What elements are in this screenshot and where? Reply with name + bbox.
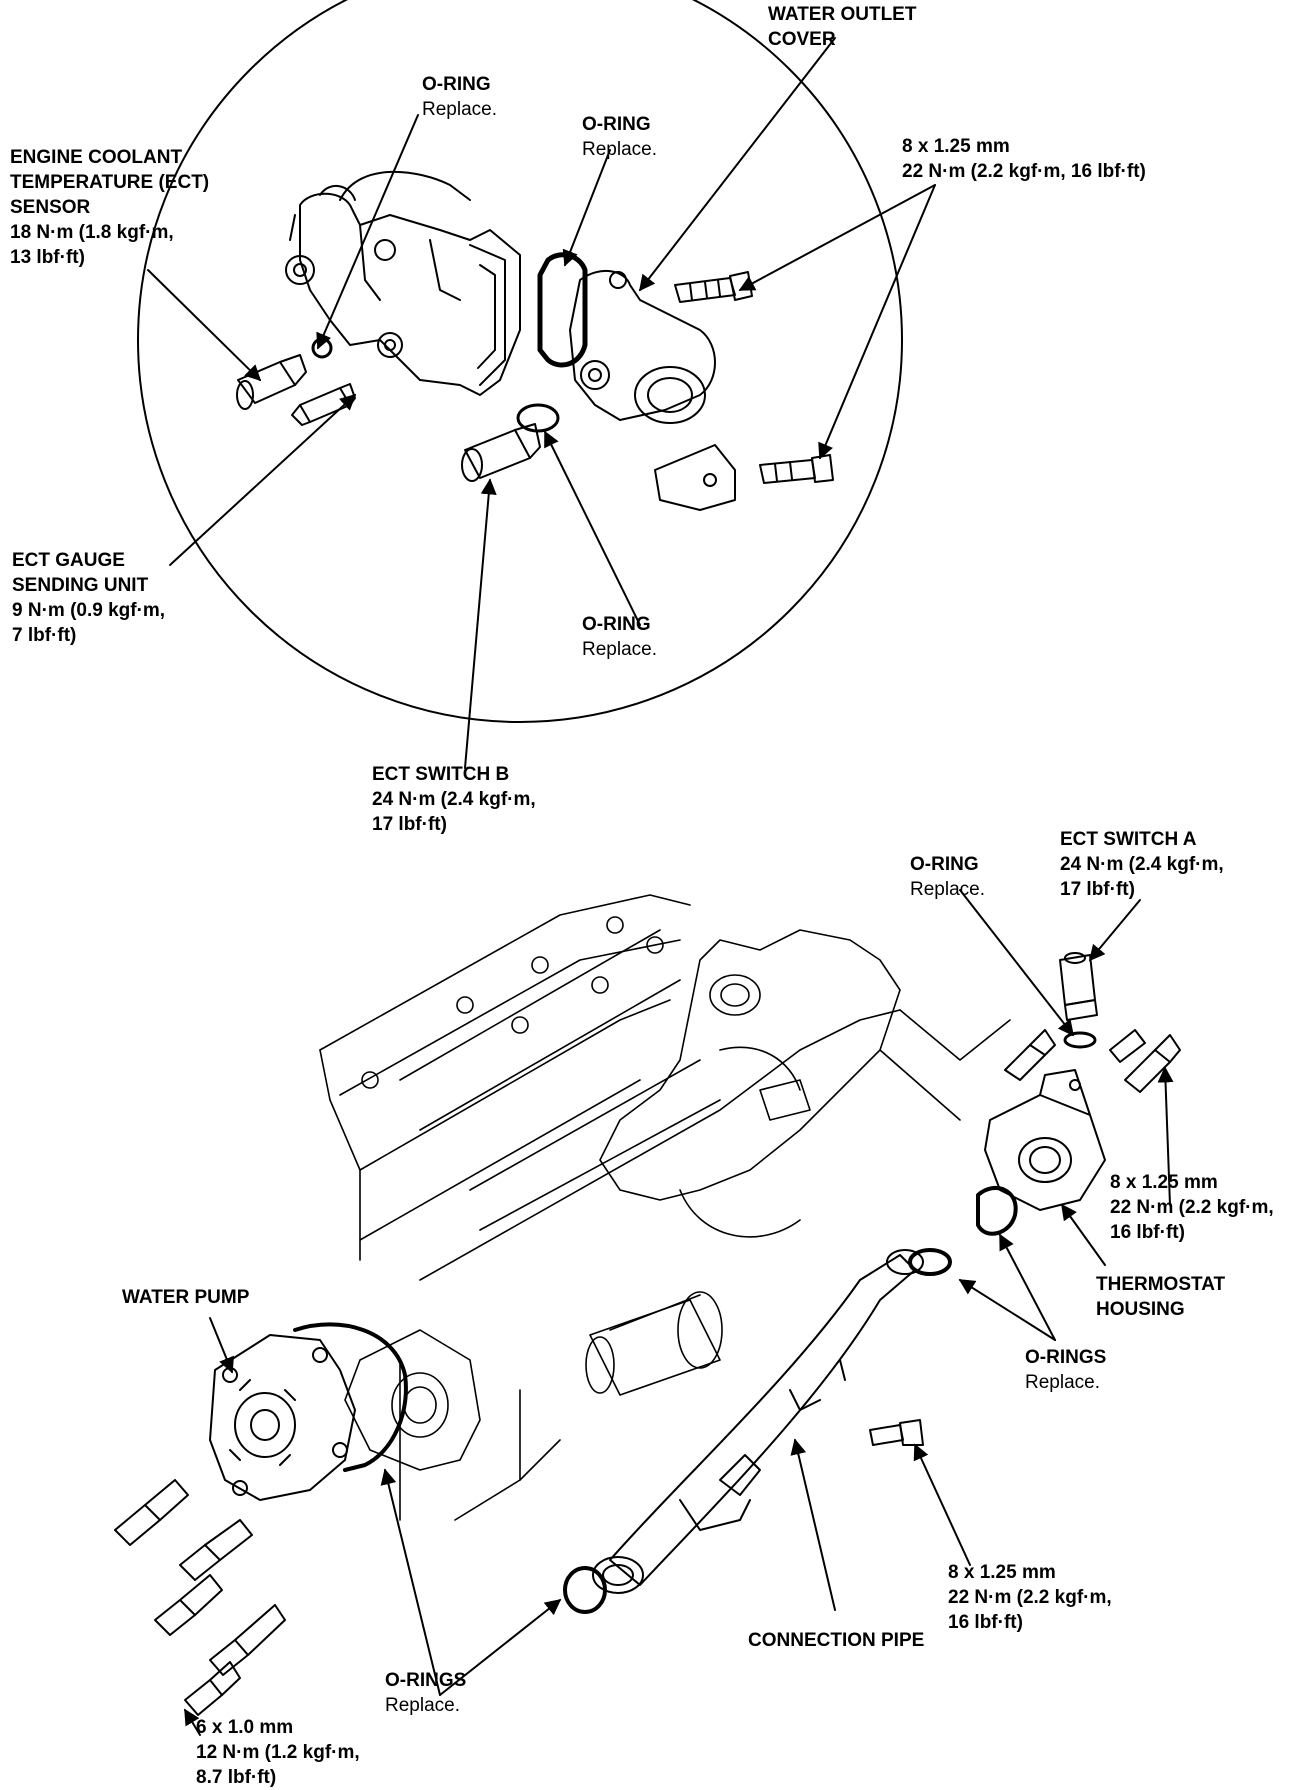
callout-oring-top-left: O-RING Replace. [422,74,497,120]
leader-lines [147,37,1174,1736]
pump-bolts [114,1479,286,1716]
connection-pipe [592,1249,924,1594]
callout-thermostat-housing: THERMOSTAT HOUSING [1096,1274,1226,1320]
callout-orings-pump: O-RINGS Replace. [385,1670,467,1716]
callout-pipe-bolt: 8 x 1.25 mm 22 N·m (2.2 kgf·m, 16 lbf·ft… [948,1562,1112,1633]
ect-switch-a-oring [1063,1031,1097,1049]
coolant-housing [285,170,521,396]
outlet-bolt-upper [674,271,753,303]
water-pump [209,1334,356,1501]
callout-ect-switch-b: ECT SWITCH B 24 N·m (2.4 kgf·m, 17 lbf·f… [372,764,536,835]
ect-switch-a [1059,952,1098,1021]
callout-ect-sensor: ENGINE COOLANT TEMPERATURE (ECT) SENSOR … [10,147,210,268]
callout-outlet-bolts: 8 x 1.25 mm 22 N·m (2.2 kgf·m, 16 lbf·ft… [902,136,1146,182]
callout-orings-pipe: O-RINGS Replace. [1025,1347,1107,1393]
pipe-oring-lower [563,1566,607,1614]
callout-ect-gauge-sending-unit: ECT GAUGE SENDING UNIT 9 N·m (0.9 kgf·m,… [12,550,166,646]
callout-water-pump: WATER PUMP [122,1287,250,1308]
outlet-oring [537,252,588,368]
water-outlet-cover [569,269,736,511]
callout-ect-switch-a: ECT SWITCH A 24 N·m (2.4 kgf·m, 17 lbf·f… [1060,829,1224,900]
callout-water-outlet-cover: WATER OUTLET COVER [768,4,917,50]
callout-connection-pipe: CONNECTION PIPE [748,1630,925,1651]
ect-switch-b [461,423,541,482]
pipe-oring-upper [908,1248,952,1276]
thermostat-housing [984,1069,1106,1211]
callout-thermostat-bolts: 8 x 1.25 mm 22 N·m (2.2 kgf·m, 16 lbf·ft… [1110,1172,1274,1243]
detail-circle [137,0,903,723]
pump-oring [293,1322,408,1472]
callout-oring-mid: O-RING Replace. [582,614,657,660]
callout-oring-top-right: O-RING Replace. [582,114,657,160]
engine-block [319,894,1011,1521]
thermostat-oring [976,1185,1018,1236]
thermostat-bolts [1004,1029,1181,1093]
callout-oring-thermostat: O-RING Replace. [910,854,985,900]
outlet-bolt-lower [759,454,834,484]
callout-pump-bolts: 6 x 1.0 mm 12 N·m (1.2 kgf·m, 8.7 lbf·ft… [196,1717,360,1788]
oring-mid [516,403,560,433]
pipe-bolt [869,1419,924,1446]
